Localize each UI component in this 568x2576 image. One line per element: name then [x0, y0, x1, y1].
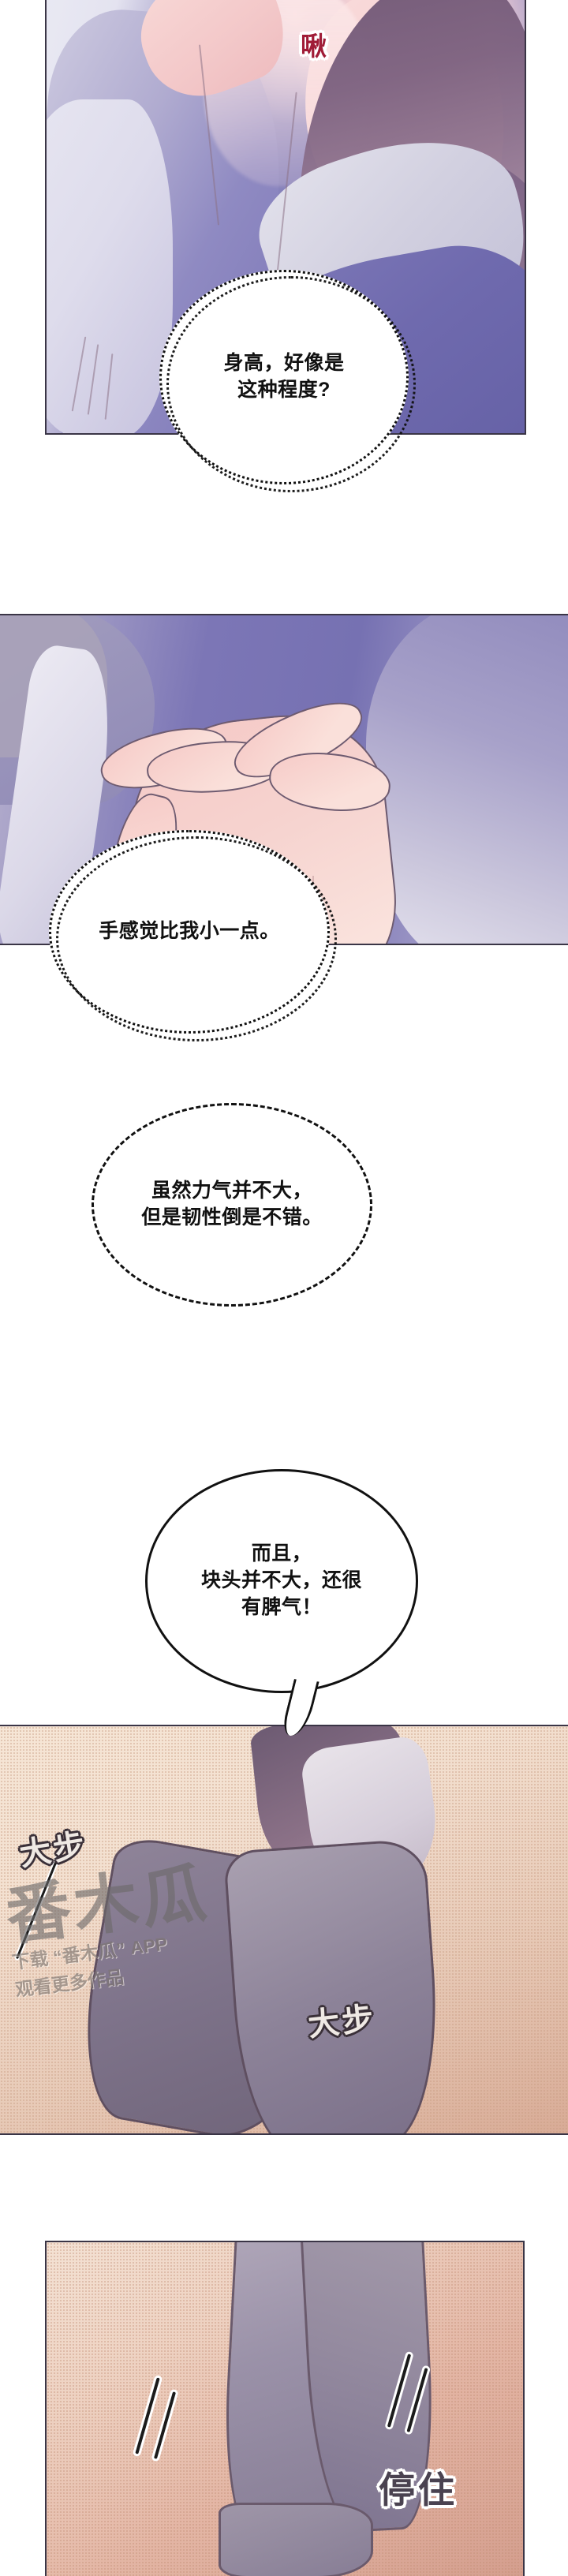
boot-sole-shape [219, 2503, 373, 2576]
speech-bubble-strength: 虽然力气并不大， 但是韧性倒是不错。 [92, 1103, 372, 1307]
bubble-text: 而且， 块头并不大，还很 有脾气！ [200, 1542, 362, 1618]
speech-bubble-hand-size: 手感觉比我小一点。 [49, 830, 337, 1041]
right-sleeve-shape [366, 615, 568, 944]
speech-bubble-height: 身高，好像是 这种程度? [159, 270, 416, 492]
sfx-big-step-right: 大步 [306, 2001, 378, 2043]
sfx-stop-text: 停住 [379, 2469, 458, 2511]
bubble-text: 手感觉比我小一点。 [99, 920, 280, 943]
speech-bubble-temper: 而且， 块头并不大，还很 有脾气！ [145, 1469, 418, 1737]
bubble-text: 虽然力气并不大， 但是韧性倒是不错。 [141, 1180, 323, 1228]
boot-front-shape [222, 1838, 447, 2133]
sfx-kiss-text: 啾 [301, 32, 327, 61]
bubble-text: 身高，好像是 这种程度? [223, 352, 345, 401]
panel-stopping-boots [45, 2241, 525, 2576]
panel-walking-boots [0, 1725, 568, 2135]
